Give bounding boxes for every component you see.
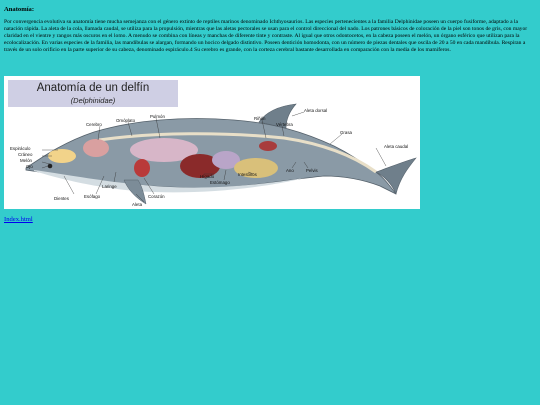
label-dientes: Dientes: [54, 196, 69, 201]
dorsal-fin: [258, 103, 297, 129]
dolphin-illustration: [25, 103, 417, 205]
intestine-organ: [234, 158, 278, 178]
label-grasa: Grasa: [340, 130, 352, 135]
label-estomago: Estómago: [210, 180, 230, 185]
eye-organ: [47, 163, 53, 169]
figure-title: Anatomía de un delfín: [36, 82, 150, 94]
label-ojo: Ojo: [26, 164, 33, 169]
brain-organ: [83, 139, 109, 157]
label-laringe: Laringe: [102, 184, 117, 189]
label-melon: Melón: [20, 158, 32, 163]
label-cerebro: Cerebro: [86, 122, 102, 127]
tail-fluke: [375, 157, 417, 195]
spine: [98, 132, 377, 174]
page-content: Anatomía: Por convergencia evolutiva su …: [4, 6, 534, 54]
index-link[interactable]: Index.html: [4, 216, 33, 223]
label-aleta-dorsal: Aleta dorsal: [304, 108, 328, 113]
lung-organ: [130, 138, 198, 162]
dolphin-anatomy-figure: Anatomía de un delfín (Delphinidae): [4, 76, 420, 209]
label-intestinos: Intestinos: [238, 172, 257, 177]
label-aleta: Aleta: [132, 202, 143, 207]
kidney-organ: [259, 141, 277, 151]
label-vertebra: Vértebra: [276, 122, 293, 127]
label-aleta-caudal: Aleta caudal: [384, 144, 409, 149]
melon-organ: [48, 149, 76, 163]
label-ano: Ano: [286, 168, 294, 173]
dolphin-belly: [34, 170, 304, 193]
pectoral-fin: [123, 179, 147, 205]
label-higado: Hígado: [200, 174, 215, 179]
section-heading: Anatomía:: [4, 6, 35, 13]
label-rinon: Riñón: [254, 116, 266, 121]
heart-organ: [134, 159, 150, 177]
section-paragraph: Por convergencia evolutiva su anatomía t…: [4, 19, 528, 53]
figure-title-box: Anatomía de un delfín (Delphinidae): [8, 80, 178, 107]
figure-subtitle: (Delphinidae): [70, 96, 116, 105]
label-craneo: Cráneo: [18, 152, 33, 157]
label-omoplato: Omóplato: [116, 118, 136, 123]
label-pelvis: Pelvis: [306, 168, 318, 173]
stomach-organ: [212, 151, 240, 169]
liver-organ: [180, 154, 220, 178]
label-pulmon: Pulmón: [150, 114, 165, 119]
label-espiraculo: Espiráculo: [10, 146, 31, 151]
label-esofago: Esófago: [84, 194, 101, 199]
label-corazon: Corazón: [148, 194, 165, 199]
